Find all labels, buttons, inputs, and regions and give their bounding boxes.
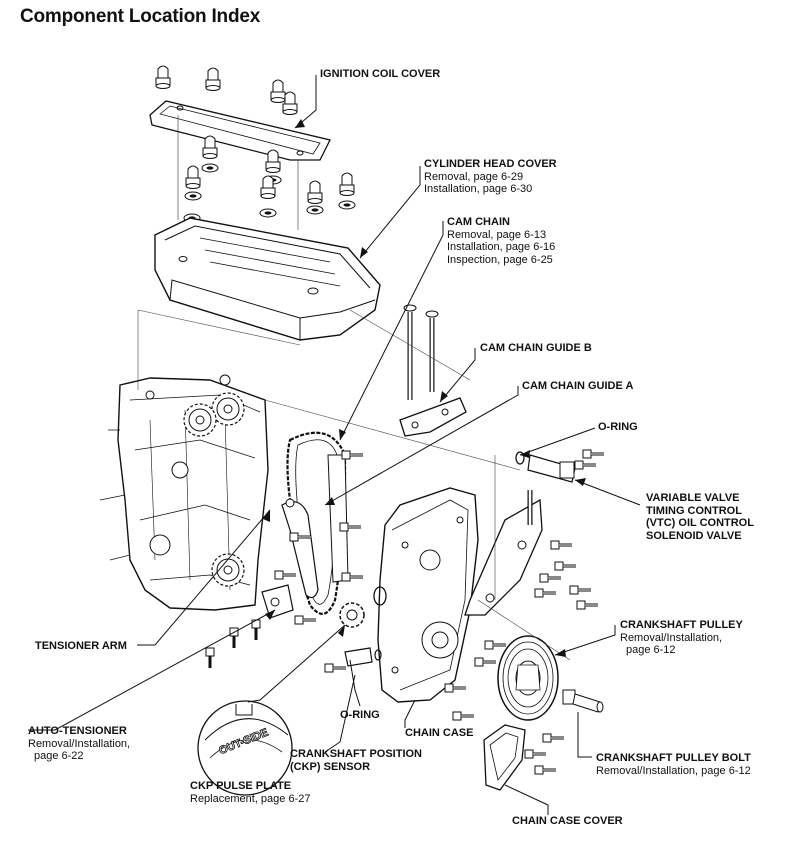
crankshaft-pulley-drawing: [497, 635, 559, 721]
label-cylinder-head-cover: CYLINDER HEAD COVER Removal, page 6-29 I…: [424, 158, 557, 196]
label-name-line: VARIABLE VALVE: [646, 492, 740, 504]
label-name-line: TIMING CONTROL: [646, 504, 742, 517]
label-o-ring-bottom: O-RING: [340, 709, 380, 722]
label-name: CHAIN CASE COVER: [512, 815, 623, 827]
crankshaft-pulley-bolt-drawing: [562, 689, 604, 713]
tensioner-arm-drawing: [281, 501, 319, 599]
label-name-line: CRANKSHAFT POSITION: [290, 748, 422, 760]
label-name: CHAIN CASE: [405, 727, 474, 739]
label-line: Installation, page 6-16: [447, 241, 556, 253]
label-name-line: (VTC) OIL CONTROL: [646, 517, 754, 529]
label-name: CAM CHAIN GUIDE B: [480, 342, 592, 354]
ckp-pulse-plate-drawing: [339, 602, 365, 628]
ignition-coil-cover-drawing: [149, 100, 331, 230]
auto-tensioner-drawing: [261, 584, 294, 619]
chain-case-cover-drawing: [483, 724, 566, 791]
page-title: Component Location Index: [20, 6, 261, 27]
label-cam-chain-guide-a: CAM CHAIN GUIDE A: [522, 380, 633, 393]
label-name: O-RING: [598, 421, 638, 433]
label-line: Inspection, page 6-25: [447, 253, 553, 266]
label-line: Removal, page 6-13: [447, 228, 547, 241]
label-cam-chain: CAM CHAIN Removal, page 6-13 Installatio…: [447, 216, 555, 266]
chain-case-drawing: [377, 487, 479, 703]
label-line: Replacement, page 6-27: [190, 792, 311, 805]
label-name: AUTO-TENSIONER: [28, 725, 127, 737]
label-name: IGNITION COIL COVER: [320, 68, 441, 80]
label-line: page 6-12: [626, 644, 676, 656]
label-name: TENSIONER ARM: [35, 640, 127, 652]
ckp-pulse-plate-inset: OUT-SIDE: [197, 700, 293, 796]
cam-chain-guide-a-drawing: [327, 454, 349, 583]
label-line: Removal/Installation,: [620, 631, 723, 644]
label-line: Installation, page 6-30: [424, 183, 533, 195]
ckp-sensor-drawing: [344, 647, 382, 667]
label-tensioner-arm: TENSIONER ARM: [35, 640, 127, 653]
engine-mount-bracket-drawing: [464, 490, 543, 616]
label-name: CYLINDER HEAD COVER: [424, 158, 557, 170]
label-ignition-coil-cover: IGNITION COIL COVER: [320, 68, 440, 81]
label-auto-tensioner: AUTO-TENSIONER Removal/Installation, pag…: [28, 725, 130, 763]
label-o-ring-top: O-RING: [598, 421, 638, 434]
label-name: CAM CHAIN: [447, 216, 510, 228]
leader-lines: [28, 75, 641, 815]
label-chain-case: CHAIN CASE: [405, 727, 473, 740]
label-name-line: SOLENOID VALVE: [646, 529, 742, 542]
label-crankshaft-pulley: CRANKSHAFT PULLEY Removal/Installation, …: [620, 619, 743, 657]
label-line: page 6-22: [34, 750, 84, 762]
label-line: Removal, page 6-29: [424, 170, 524, 183]
label-crankshaft-pulley-bolt: CRANKSHAFT PULLEY BOLT Removal/Installat…: [596, 752, 751, 777]
label-name: O-RING: [340, 709, 380, 721]
label-name: CRANKSHAFT PULLEY: [620, 619, 743, 631]
leader-arrowheads: [263, 119, 586, 657]
label-line: Removal/Installation, page 6-12: [596, 764, 751, 777]
label-cam-chain-guide-b: CAM CHAIN GUIDE B: [480, 342, 592, 355]
label-name: CRANKSHAFT PULLEY BOLT: [596, 752, 751, 764]
label-line: Removal/Installation,: [28, 737, 131, 750]
label-ckp-sensor: CRANKSHAFT POSITION (CKP) SENSOR: [290, 748, 422, 773]
label-name-line: (CKP) SENSOR: [290, 760, 371, 773]
label-vtc-solenoid-valve: VARIABLE VALVE TIMING CONTROL (VTC) OIL …: [646, 492, 754, 542]
vtc-solenoid-valve-drawing: [515, 448, 606, 483]
label-chain-case-cover: CHAIN CASE COVER: [512, 815, 623, 828]
label-ckp-pulse-plate: CKP PULSE PLATE Replacement, page 6-27: [190, 780, 310, 805]
label-name: CKP PULSE PLATE: [190, 780, 292, 792]
engine-block-drawing: [99, 377, 269, 611]
label-name: CAM CHAIN GUIDE A: [522, 380, 634, 392]
cam-chain-guide-b-drawing: [399, 304, 467, 437]
cylinder-head-cover-drawing: [154, 217, 381, 341]
